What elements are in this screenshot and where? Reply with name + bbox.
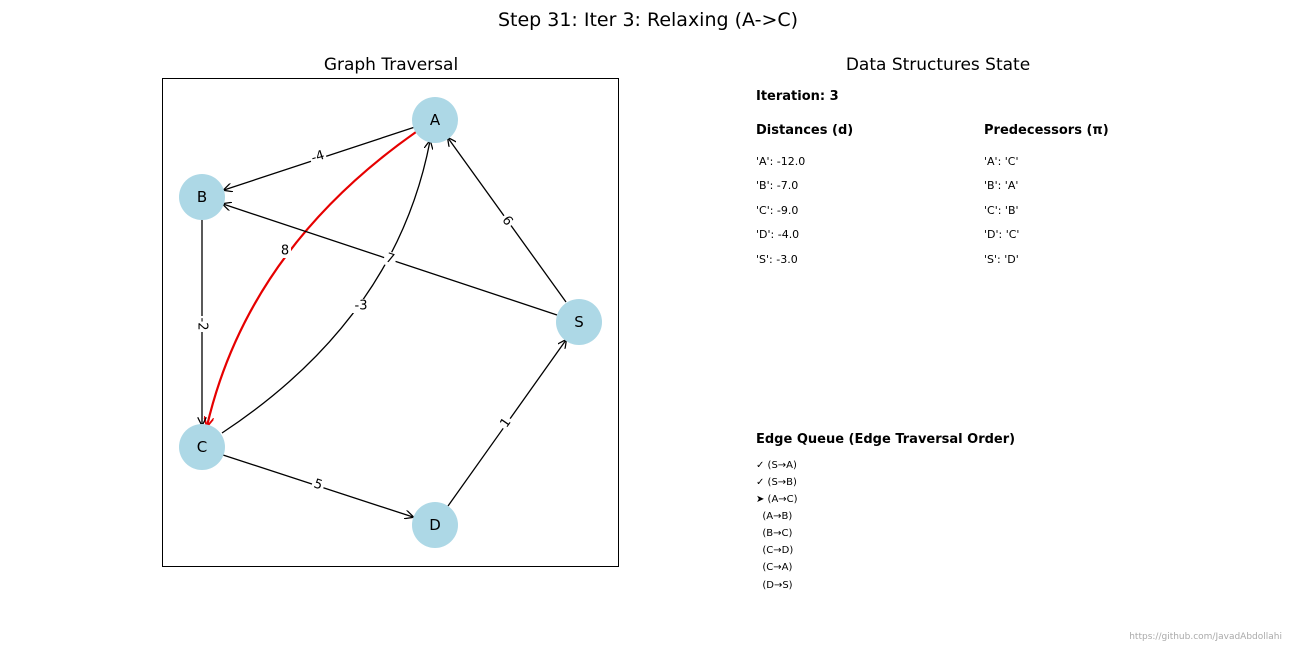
page-title: Step 31: Iter 3: Relaxing (A->C) xyxy=(497,9,799,31)
footer-link: https://github.com/JavadAbdollahi xyxy=(1129,632,1282,642)
predecessors-header: Predecessors (π) xyxy=(984,123,1109,138)
ds-panel-title: Data Structures State xyxy=(845,55,1031,75)
queue-item: (D→S) xyxy=(756,580,793,591)
predecessor-row: 'C': 'B' xyxy=(984,204,1019,217)
iteration-label: Iteration: 3 xyxy=(756,89,839,104)
predecessor-row: 'D': 'C' xyxy=(984,228,1020,241)
queue-item-current: ➤ (A→C) xyxy=(756,494,798,505)
predecessor-row: 'S': 'D' xyxy=(984,253,1019,266)
graph-panel-title: Graph Traversal xyxy=(323,55,459,75)
edge-a-c xyxy=(207,131,417,426)
distance-row: 'S': -3.0 xyxy=(756,253,798,266)
distances-header: Distances (d) xyxy=(756,123,854,138)
node-b xyxy=(179,174,225,220)
edge-weight-c-a: -3 xyxy=(355,299,368,314)
edge-weight-a-b: -4 xyxy=(310,148,327,166)
distance-row: 'A': -12.0 xyxy=(756,155,806,168)
node-c xyxy=(179,424,225,470)
distance-row: 'C': -9.0 xyxy=(756,204,799,217)
queue-item: (C→D) xyxy=(756,545,794,556)
node-c-label: C xyxy=(197,438,207,456)
distance-row: 'B': -7.0 xyxy=(756,179,799,192)
predecessor-row: 'A': 'C' xyxy=(984,155,1019,168)
queue-item: ✓ (S→B) xyxy=(756,477,797,488)
queue-item: ✓ (S→A) xyxy=(756,460,797,471)
node-a-label: A xyxy=(430,111,441,129)
node-b-label: B xyxy=(197,188,207,206)
queue-header: Edge Queue (Edge Traversal Order) xyxy=(756,432,1016,447)
node-d xyxy=(412,502,458,548)
edge-weight-a-c: 8 xyxy=(281,244,289,259)
queue-item: (B→C) xyxy=(756,528,793,539)
node-d-label: D xyxy=(429,516,441,534)
node-a xyxy=(412,97,458,143)
distance-row: 'D': -4.0 xyxy=(756,228,800,241)
edge-c-a xyxy=(221,141,430,434)
queue-item: (A→B) xyxy=(756,511,793,522)
predecessor-row: 'B': 'A' xyxy=(984,179,1019,192)
graph-frame xyxy=(162,78,619,567)
node-s-label: S xyxy=(574,313,584,331)
edge-weight-b-c: -2 xyxy=(195,318,210,331)
queue-item: (C→A) xyxy=(756,562,793,573)
node-s xyxy=(556,299,602,345)
